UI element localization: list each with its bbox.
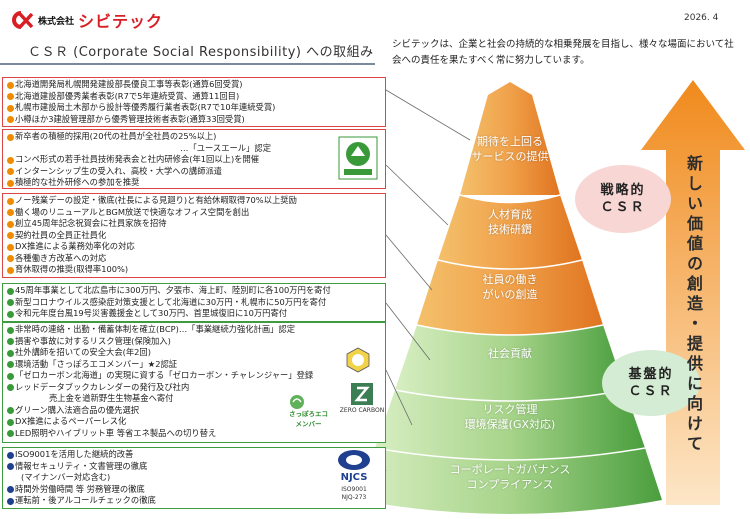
list-item: 令和元年度台風19号災害義援金として30万円、首里城復旧に10万円寄付	[7, 308, 381, 320]
list-item: 北海道開発局札幌開発建設部長優良工事等表彰(通算6回受賞)	[7, 79, 381, 91]
list-item: 社外講師を招いての安全大会(年2回)	[7, 347, 381, 359]
list-item: コンペ形式の若手社員技術発表会と社内研修会(年1回以上)を開催	[7, 154, 381, 166]
talent-development-box: 新卒者の積極的採用(20代の社員が全社員の25%以上) …「ユースエール」認定 …	[2, 129, 386, 189]
njcs-label: NJCS	[340, 472, 368, 483]
list-item: (マイナンバー対応含む)	[21, 472, 111, 482]
list-item: 非常時の連絡・出勤・備蓄体制を確立(BCP)…「事業継続力強化計画」認定	[7, 324, 381, 336]
list-item: 札幌市建設局土木部から設計等優秀履行業者表彰(R7で10年連続受賞)	[7, 102, 381, 114]
pyramid-label-training: 人材育成技術研鑽	[488, 208, 532, 236]
awards-box: 北海道開発局札幌開発建設部長優良工事等表彰(通算6回受賞) 北海道建設部優秀業者…	[2, 77, 386, 127]
title-underline	[0, 63, 375, 65]
list-item: 小樽ほか3建設管理部から優秀管理技術者表彰(通算33回受賞)	[7, 114, 381, 126]
list-item: 売上金を道新野生生物基金へ寄付	[49, 393, 174, 403]
njcs-logo-icon	[338, 450, 370, 470]
risk-environment-box: 非常時の連絡・出勤・備蓄体制を確立(BCP)…「事業継続力強化計画」認定 損害や…	[2, 322, 386, 443]
pyramid-label-contribution: 社会貢献	[488, 347, 532, 360]
list-item: 45周年事業として北広島市に300万円、夕張市、海上町、陸別町に各100万円を寄…	[7, 285, 381, 297]
list-item: DX推進によるペーパーレス化	[7, 416, 381, 428]
list-item: 育休取得の推奨(取得率100%)	[7, 264, 381, 276]
pyramid-green-tier-1	[395, 325, 625, 401]
list-item: 環境活動「さっぽろエコメンバー」★2認証	[7, 359, 381, 371]
bcp-certification-icon	[346, 347, 370, 373]
list-item: …「ユースエール」認定	[180, 142, 271, 153]
pyramid-label-risk: リスク管理環境保護(GX対応)	[464, 403, 556, 431]
list-item: 各種働き方改革への対応	[7, 253, 381, 265]
page-title: ＣＳＲ (Corporate Social Responsibility) への…	[28, 45, 374, 60]
list-item: 時間外労働時間 等 労務管理の徹底	[7, 484, 381, 496]
zero-carbon-caption: ZERO CARBON	[339, 407, 385, 414]
strategic-csr-bubble: 戦略的 ＣＳＲ	[575, 165, 671, 233]
list-item: 働く場のリニューアルとBGM放送で快適なオフィス空間を創出	[7, 207, 381, 219]
list-item: 新型コロナウイルス感染症対策支援として北海道に30万円・札幌市に50万円を寄付	[7, 297, 381, 309]
company-name: シビテック	[78, 12, 164, 31]
workstyle-box: ノー残業デーの設定・徹底(社長による見廻り)と有給休暇取得70%以上奨励 働く場…	[2, 193, 386, 278]
arrow-slogan: 新しい価値の創造・提供に向けて	[684, 155, 703, 455]
header: 株式会社 シビテック ＣＳＲ (Corporate Social Respons…	[0, 0, 750, 70]
basic-csr-bubble: 基盤的 ＣＳＲ	[602, 350, 700, 416]
list-item: ノー残業デーの設定・徹底(社長による見廻り)と有給休暇取得70%以上奨励	[7, 195, 381, 207]
njcs-iso-label: ISO9001	[341, 486, 367, 493]
company-prefix: 株式会社	[38, 16, 75, 27]
pyramid-label-governance: コーポレートガバナンスコンプライアンス	[449, 463, 571, 491]
list-item: インターンシップ生の受入れ、高校・大学への講師派遣	[7, 166, 381, 178]
list-item: 損害や事故に対するリスク管理(保険加入)	[7, 336, 381, 348]
list-item: 契約社員の全員正社員化	[7, 230, 381, 242]
youth-yell-badge-icon	[338, 136, 378, 180]
sapporo-eco-member-icon	[290, 395, 304, 409]
list-item: グリーン購入法適合品の優先選択	[7, 405, 381, 417]
list-item: LED照明やハイブリット車 等省エネ製品への切り替え	[7, 428, 381, 440]
donation-box: 45周年事業として北広島市に300万円、夕張市、海上町、陸別町に各100万円を寄…	[2, 283, 386, 322]
njcs-number-label: NJQ-273	[341, 494, 367, 501]
pyramid-label-service: 期待を上回るサービスの提供	[471, 135, 549, 163]
list-item: 運転前・後アルコールチェックの徹底	[7, 495, 381, 507]
intro-text: シビテックは、企業と社会の持続的な相乗発展を目指し、様々な場面において社会への責…	[392, 39, 734, 66]
list-item: 北海道建設部優秀業者表彰(R7で5年連続受賞、通算11回目)	[7, 91, 381, 103]
list-item: 情報セキュリティ・文書管理の徹底	[7, 461, 381, 473]
pyramid-label-motivation: 社員の働きがいの創造	[482, 273, 538, 301]
list-item: 創立45周年記念祝賀会に社員家族を招待	[7, 218, 381, 230]
list-item: DX推進による業務効率化の対応	[7, 241, 381, 253]
list-item: レッドデータブックカレンダーの発行及び社内	[7, 382, 381, 394]
list-item: 新卒者の積極的採用(20代の社員が全社員の25%以上)	[7, 131, 381, 143]
list-item: 「ゼロカーボン北海道」の実現に資する「ゼロカーボン・チャレンジャー」登録	[7, 370, 381, 382]
zero-carbon-icon	[351, 383, 373, 405]
date-label: 2026. 4	[684, 13, 719, 23]
list-item: 積極的な社外研修への参加を推奨	[7, 177, 381, 189]
governance-box: ISO9001を活用した継続的改善 情報セキュリティ・文書管理の徹底 (マイナン…	[2, 447, 386, 509]
list-item: ISO9001を活用した継続的改善	[7, 449, 381, 461]
eco-member-caption: さっぽろエコメンバー	[289, 410, 328, 428]
company-logo: 株式会社 シビテック	[8, 8, 163, 32]
logo-mark-icon	[12, 11, 34, 29]
